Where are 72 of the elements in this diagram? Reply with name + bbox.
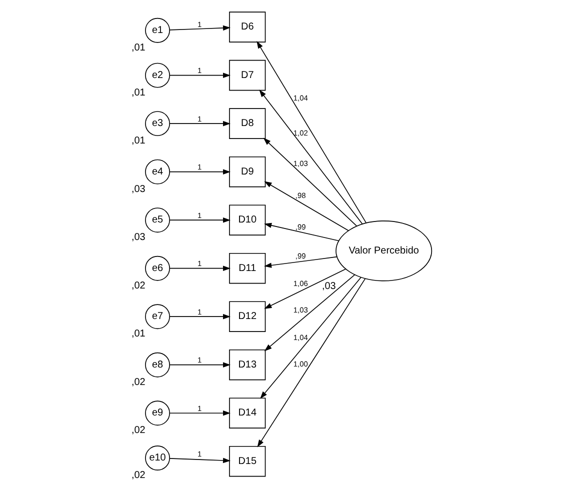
arrow xyxy=(169,169,231,174)
node-label: ,01 xyxy=(131,87,146,98)
node-box: D7 xyxy=(229,60,266,91)
arrow xyxy=(169,217,231,223)
node-circle: e2 xyxy=(145,62,170,88)
arrow xyxy=(169,458,231,464)
edge-label: 1 xyxy=(197,450,202,459)
edge-label: 1 xyxy=(197,162,202,172)
arrow xyxy=(169,72,231,78)
arrow xyxy=(263,138,358,226)
arrow xyxy=(260,277,362,399)
node-box: D11 xyxy=(229,252,266,284)
node-label: ,02 xyxy=(131,470,146,482)
node-box: D9 xyxy=(229,156,266,188)
node-label: ,03 xyxy=(131,184,146,195)
edge-label: ,99 xyxy=(295,252,306,261)
arrow xyxy=(264,274,356,352)
node-box: D15 xyxy=(229,446,266,477)
arrow xyxy=(264,222,340,242)
arrow xyxy=(169,120,231,126)
edge-label: 1 xyxy=(197,356,202,365)
edge-label: 1,04 xyxy=(293,333,308,342)
edge-label: 1,03 xyxy=(293,159,308,168)
edge-label: 1,04 xyxy=(293,93,308,102)
edge-label: ,98 xyxy=(295,190,306,200)
arrow xyxy=(256,41,366,224)
edge-label: 1,03 xyxy=(293,306,308,315)
edge-label: 1 xyxy=(197,307,202,316)
edge-label: 1 xyxy=(197,114,202,124)
arrow xyxy=(169,25,231,31)
node-circle: e6 xyxy=(145,256,170,281)
node-label: ,03 xyxy=(322,280,336,292)
node-label: ,01 xyxy=(131,42,146,54)
arrow xyxy=(264,256,338,268)
node-label: ,01 xyxy=(131,328,146,340)
edge-label: 1 xyxy=(197,20,202,30)
node-label: ,03 xyxy=(131,232,146,244)
node-label: ,02 xyxy=(131,280,146,292)
arrow xyxy=(169,314,231,320)
node-box: D12 xyxy=(229,301,266,332)
node-circle: e5 xyxy=(145,208,170,233)
node-circle: e1 xyxy=(145,18,170,43)
arrow xyxy=(169,266,231,271)
arrow xyxy=(259,90,363,224)
node-circle: e4 xyxy=(145,159,170,184)
node-label: ,01 xyxy=(131,136,146,147)
node-box: D10 xyxy=(229,204,266,236)
node-box: D13 xyxy=(229,349,266,380)
node-box: D14 xyxy=(229,398,266,428)
edge-label: 1 xyxy=(197,210,202,220)
arrow xyxy=(169,410,231,416)
node-circle: e8 xyxy=(145,352,170,378)
arrow xyxy=(169,362,231,368)
node-ellipse: Valor Percebido xyxy=(336,220,432,282)
edge-label: 1 xyxy=(197,404,202,413)
node-circle: e3 xyxy=(145,111,170,136)
edge-label: 1 xyxy=(197,259,202,268)
arrow xyxy=(264,268,346,309)
edge-label: 1,00 xyxy=(293,360,308,369)
node-label: ,02 xyxy=(131,425,146,436)
node-box: D8 xyxy=(229,108,266,139)
edge-label: 1,06 xyxy=(293,278,308,288)
node-box: D6 xyxy=(229,12,266,42)
node-circle: e10 xyxy=(145,446,170,471)
edge-label: ,99 xyxy=(295,222,306,232)
edge-label: 1,02 xyxy=(293,128,308,138)
node-circle: e9 xyxy=(145,400,170,426)
node-circle: e7 xyxy=(145,304,170,330)
edge-label: 1 xyxy=(197,66,202,75)
arrow xyxy=(264,181,349,232)
arrow xyxy=(257,278,366,448)
node-label: ,02 xyxy=(131,376,146,388)
